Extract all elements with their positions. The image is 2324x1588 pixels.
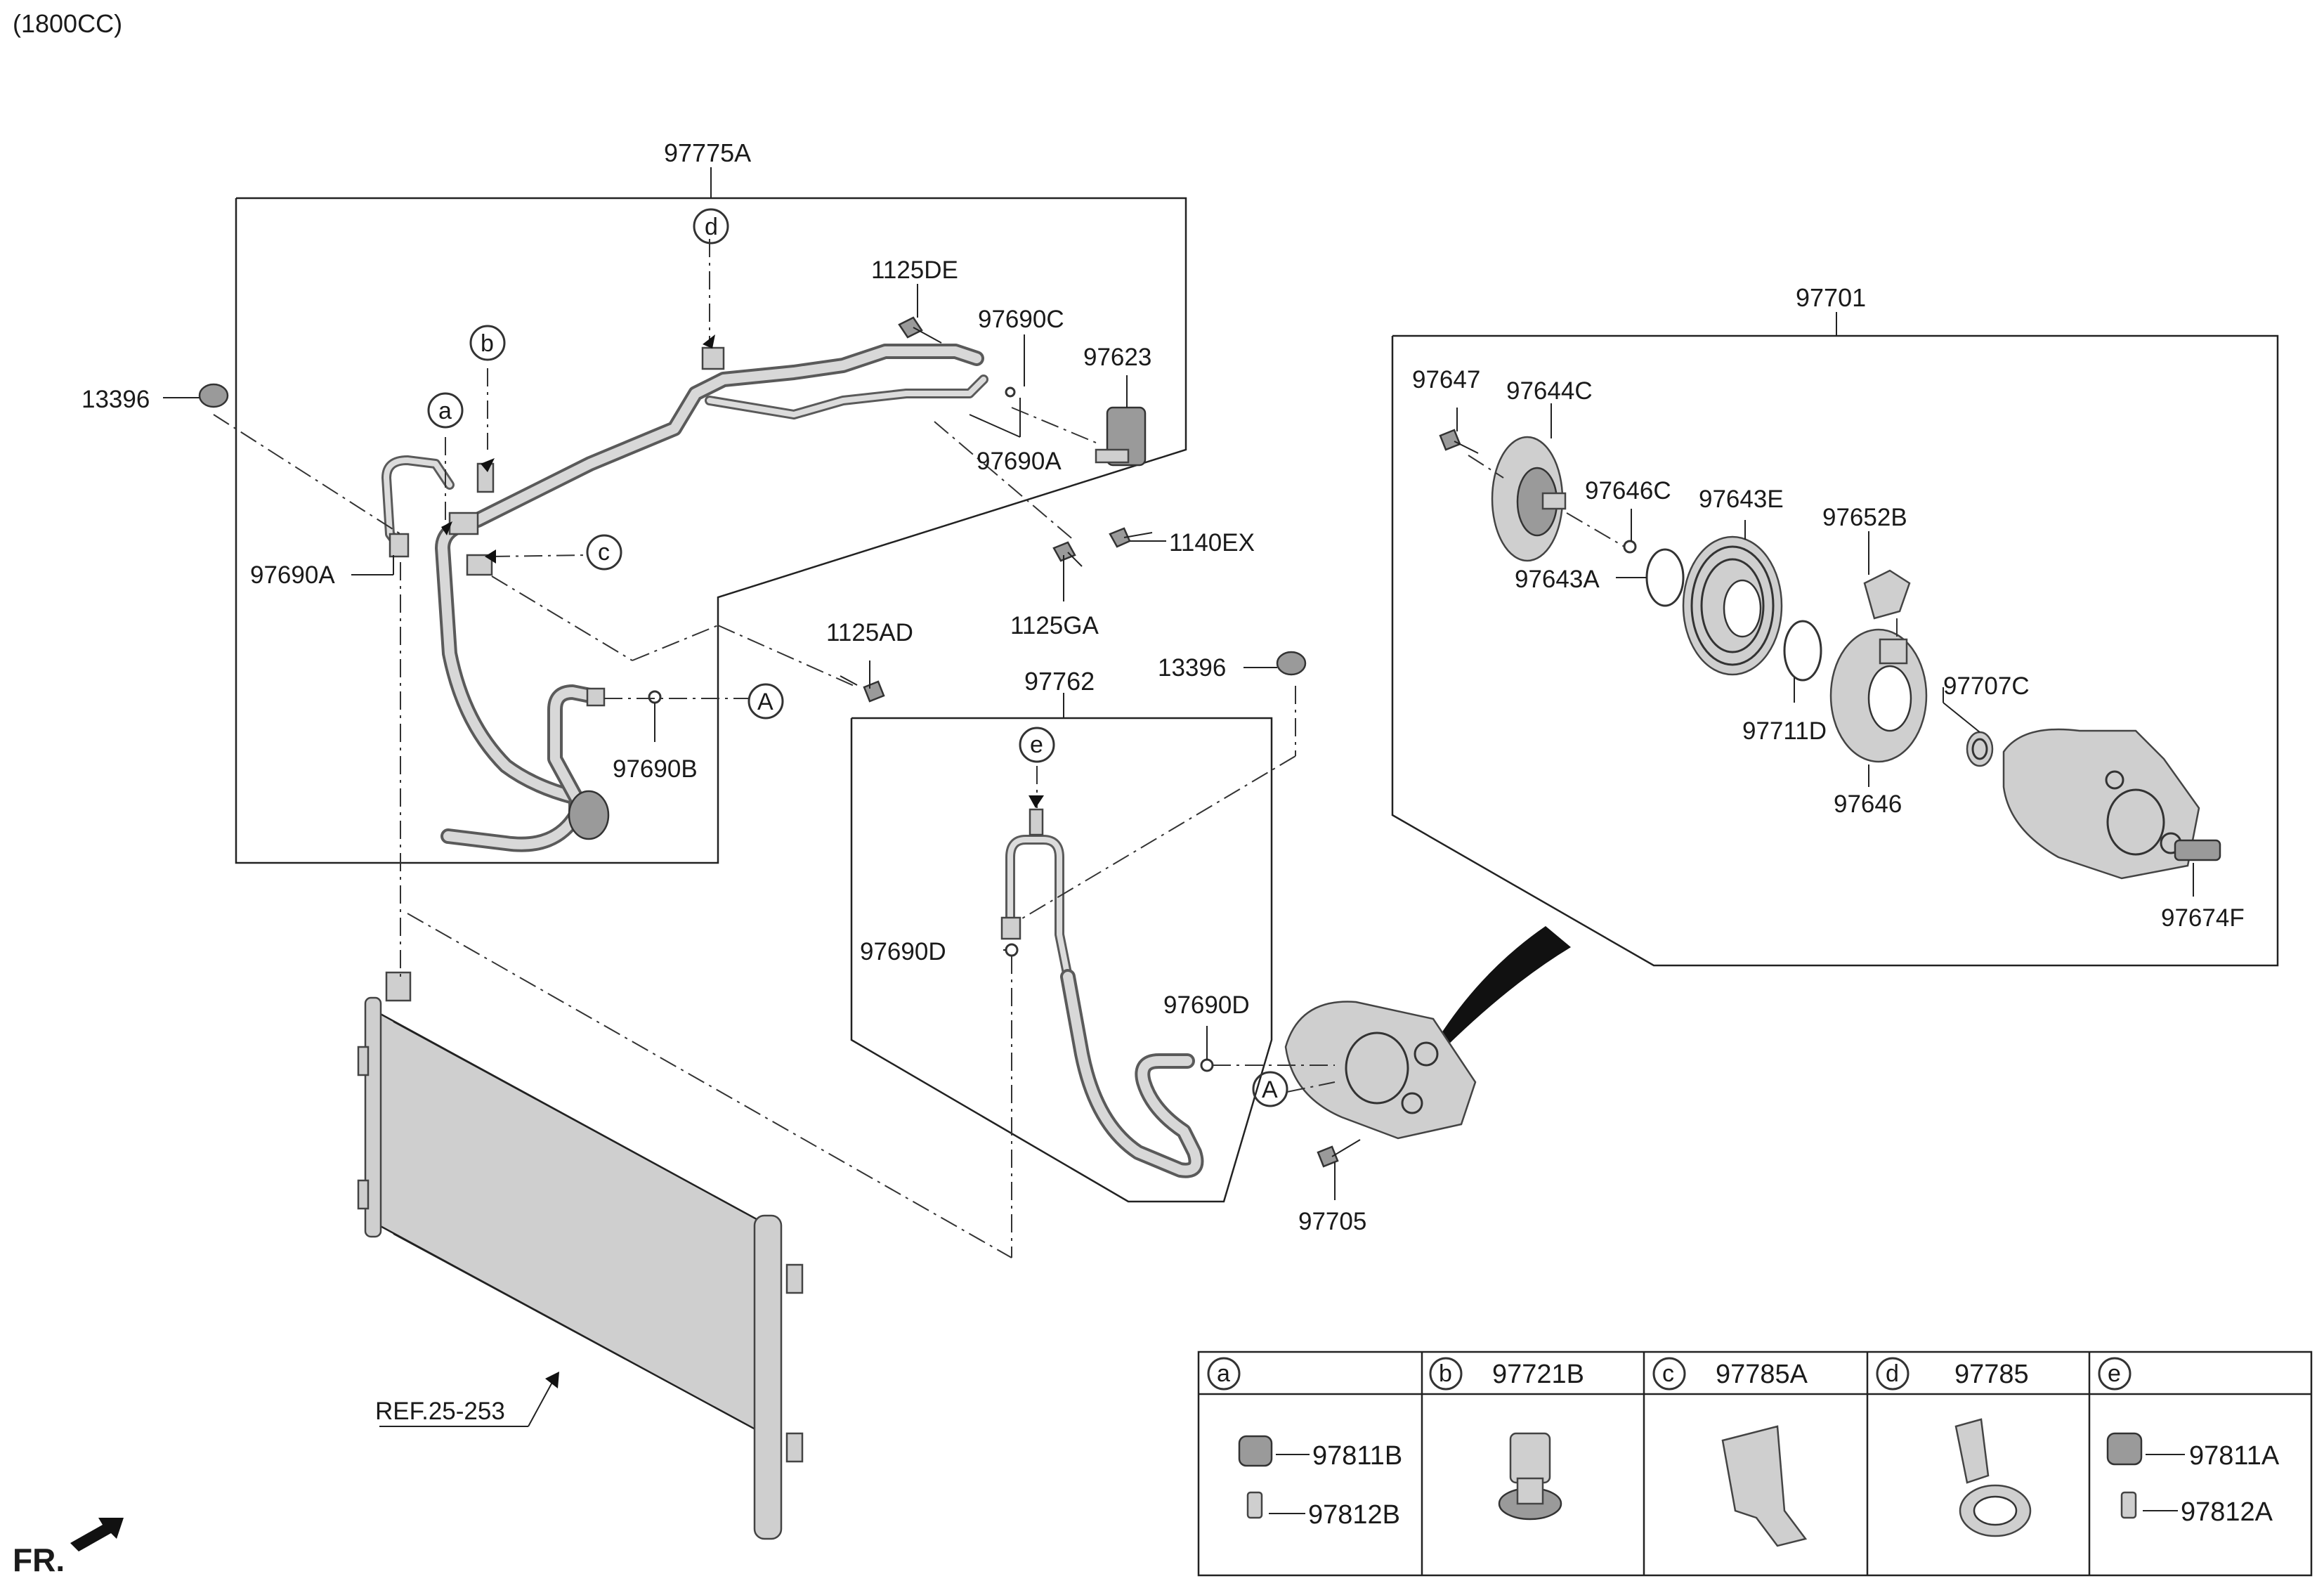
compressor-group: 97701	[1391, 283, 2279, 967]
callout-97690A-right: 97690A	[977, 448, 1062, 475]
marker-A-top: A	[748, 683, 784, 720]
svg-text:d: d	[1886, 1360, 1899, 1387]
svg-text:b: b	[1439, 1360, 1452, 1387]
group-label-97775A: 97775A	[664, 138, 751, 167]
condenser	[357, 971, 804, 1540]
guide-lines	[213, 239, 1898, 1258]
callout-97623: 97623	[1083, 344, 1151, 371]
legend-part-97811A: 97811A	[2189, 1441, 2280, 1471]
marker-a: a	[427, 392, 464, 429]
compressor	[1284, 1001, 1477, 1168]
callout-97707C: 97707C	[1943, 672, 2030, 700]
callout-97644C: 97644C	[1506, 377, 1593, 405]
marker-e: e	[1019, 727, 1055, 763]
callout-labels: 13396 97690A 1125DE 97690C 97623 97690A …	[81, 256, 2245, 1425]
bolt-icon	[1052, 541, 1083, 567]
svg-text:d: d	[705, 214, 718, 240]
callout-1140EX: 1140EX	[1169, 529, 1255, 557]
detail-arrow	[1439, 926, 1571, 1047]
engine-note: (1800CC)	[13, 9, 122, 38]
legend-col-c: c 97785A	[1652, 1357, 1808, 1547]
legend-part-97812B: 97812B	[1308, 1500, 1400, 1530]
callout-97690B: 97690B	[613, 755, 698, 783]
marker-A-bottom: A	[1252, 1071, 1288, 1107]
legend-col-b: b 97721B	[1429, 1357, 1584, 1521]
marker-d: d	[693, 208, 729, 245]
callout-13396-right: 13396	[1158, 654, 1226, 682]
clamp-icon	[1954, 1418, 2032, 1537]
callout-1125DE: 1125DE	[871, 256, 958, 284]
callout-97652B: 97652B	[1822, 504, 1907, 531]
svg-text:a: a	[1217, 1360, 1230, 1387]
bolt-icon	[1109, 527, 1153, 548]
discharge-hose-group: 97775A	[235, 138, 1187, 864]
front-arrow-icon	[70, 1518, 124, 1551]
legend-part-97812A: 97812A	[2181, 1497, 2273, 1527]
callout-97690C: 97690C	[978, 306, 1064, 333]
nut-icon	[198, 383, 229, 408]
callout-97690A-left: 97690A	[250, 561, 335, 589]
callout-ref-25-253: REF.25-253	[375, 1398, 505, 1425]
callout-13396-left: 13396	[81, 386, 150, 413]
callout-97646: 97646	[1834, 790, 1902, 818]
nut-icon	[1276, 651, 1307, 676]
legend-col-e: e 97811A 97812A	[2098, 1357, 2280, 1527]
bolt-icon	[898, 316, 942, 344]
callout-1125AD: 1125AD	[826, 619, 913, 646]
marker-b: b	[469, 325, 506, 361]
suction-hose-group: 97762	[850, 667, 1273, 1203]
svg-text:a: a	[438, 398, 452, 424]
group-label-97701: 97701	[1796, 283, 1866, 312]
pressure-switch-icon	[1498, 1432, 1562, 1521]
svg-text:c: c	[598, 539, 610, 566]
callout-97674F: 97674F	[2161, 904, 2245, 932]
legend-col-a: a 97811B 97812B	[1207, 1357, 1402, 1530]
callout-97690D-right: 97690D	[1163, 991, 1250, 1019]
bolt-icon	[840, 675, 885, 703]
compressor-body	[2002, 728, 2200, 880]
leader-lines	[163, 284, 2194, 1427]
svg-text:e: e	[1030, 731, 1043, 758]
callout-97705: 97705	[1298, 1208, 1366, 1235]
legend-col-d-title: 97785	[1954, 1360, 2029, 1389]
marker-c: c	[586, 534, 622, 571]
front-label: FR.	[13, 1542, 65, 1578]
callout-1125GA: 1125GA	[1010, 612, 1099, 639]
group-label-97762: 97762	[1024, 667, 1095, 696]
callout-97646C: 97646C	[1585, 477, 1671, 505]
svg-text:e: e	[2108, 1360, 2121, 1387]
callout-97647: 97647	[1412, 366, 1480, 393]
callout-97690D-left: 97690D	[860, 938, 946, 965]
legend-col-b-title: 97721B	[1492, 1360, 1584, 1389]
svg-text:b: b	[481, 330, 494, 357]
svg-text:c: c	[1662, 1360, 1674, 1387]
front-indicator: FR.	[13, 1518, 124, 1578]
legend-col-c-title: 97785A	[1716, 1360, 1808, 1389]
callout-97711D: 97711D	[1742, 717, 1827, 745]
callout-97643E: 97643E	[1699, 486, 1784, 513]
legend-col-d: d 97785	[1876, 1357, 2032, 1537]
bracket-icon	[1721, 1425, 1808, 1547]
callout-97643A: 97643A	[1515, 566, 1600, 593]
svg-text:A: A	[1262, 1076, 1278, 1103]
svg-text:A: A	[757, 689, 773, 715]
legend-part-97811B: 97811B	[1312, 1441, 1402, 1471]
legend-table: a 97811B 97812B b 97721B c 97785A	[1197, 1351, 2313, 1577]
